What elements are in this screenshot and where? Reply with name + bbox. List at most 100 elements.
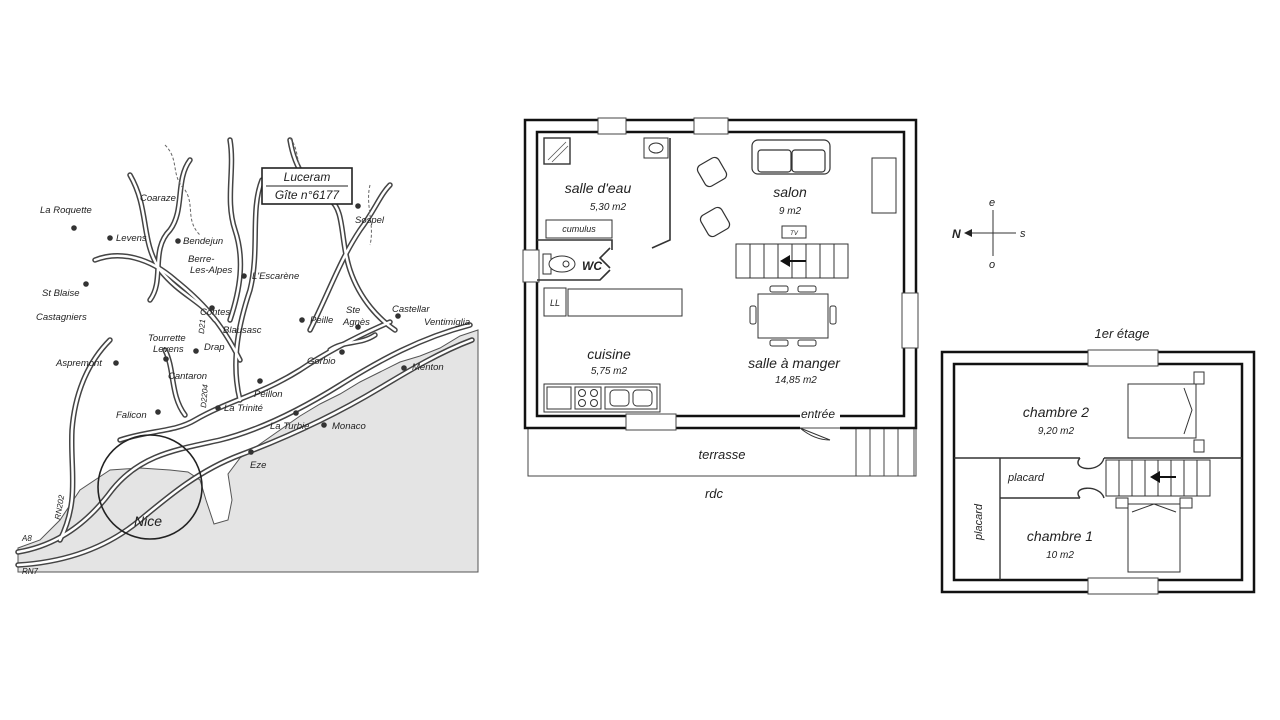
town-dot [401, 365, 407, 371]
town-drap: Drap [204, 342, 225, 353]
area-salle-a-manger: 14,85 m2 [775, 375, 817, 386]
town-peille: Peille [310, 315, 333, 326]
town-dot [71, 225, 77, 231]
entrance-door [799, 427, 831, 441]
town-menton: Menton [412, 362, 444, 373]
town-coaraze: Coaraze [140, 193, 176, 204]
town-st-blaise: St Blaise [42, 288, 80, 299]
caption-rdc: rdc [705, 486, 724, 501]
town-tourrette-2: Levens [153, 344, 184, 355]
town-dot [155, 409, 161, 415]
window [1087, 577, 1159, 595]
town-dot [355, 203, 361, 209]
town-ventimiglia: Ventimiglia [424, 317, 470, 328]
town-la-turbie: La Turbie [270, 421, 309, 432]
label-placard-horizontal: placard [1007, 472, 1045, 484]
compass-e: e [989, 197, 995, 209]
town-dot [175, 238, 181, 244]
label-entree: entrée [801, 407, 835, 421]
room-cuisine: cuisine [587, 346, 631, 362]
town-dot [257, 378, 263, 384]
town-blausasc: Blausasc [223, 325, 262, 336]
town-dot [395, 313, 401, 319]
town-la-trinite: La Trinité [224, 403, 263, 414]
window [522, 249, 540, 283]
sea-area [17, 329, 479, 573]
town-dot [113, 360, 119, 366]
town-gorbio: Gorbio [307, 356, 336, 367]
town-lescarene: L'Escarène [252, 271, 299, 282]
town-dot [355, 324, 361, 330]
window [901, 292, 919, 349]
area-salle-deau: 5,30 m2 [590, 202, 627, 213]
caption-1er-etage: 1er étage [1095, 326, 1150, 341]
room-salon: salon [773, 184, 807, 200]
oven [546, 386, 572, 410]
kitchen-counter-bottom [543, 383, 661, 413]
road-a8: A8 [21, 534, 32, 543]
stair-arrow [780, 255, 806, 267]
road-d2204: D2204 [199, 383, 210, 408]
window [1087, 349, 1159, 367]
town-sospel: Sospel [355, 215, 385, 226]
room-salle-deau: salle d'eau [565, 180, 632, 196]
gite-number: Gîte n°6177 [275, 188, 341, 202]
gite-name: Luceram [284, 170, 331, 184]
town-eze: Eze [250, 460, 266, 471]
first-floor-stair-arrow [1150, 471, 1176, 483]
town-levens: Levens [116, 233, 147, 244]
window [693, 117, 729, 135]
room-salle-a-manger: salle à manger [748, 355, 841, 371]
tv-unit [781, 225, 807, 239]
compass-n: N [952, 227, 961, 241]
area-salon: 9 m2 [779, 206, 802, 217]
road-d21: D21 [197, 319, 207, 334]
town-falicon: Falicon [116, 410, 147, 421]
nice-circle [97, 434, 203, 540]
town-contes: Contes [200, 307, 230, 318]
toilet [542, 253, 576, 275]
town-berre-1: Berre- [188, 254, 214, 265]
label-terrasse: terrasse [699, 447, 746, 462]
town-tourrette-1: Tourrette [148, 333, 186, 344]
compass-o: o [989, 259, 995, 271]
town-peillon: Peillon [254, 389, 283, 400]
town-dot [209, 305, 215, 311]
bed-chambre-2 [1127, 371, 1205, 453]
town-la-roquette: La Roquette [40, 205, 92, 216]
room-chambre-1: chambre 1 [1027, 528, 1093, 544]
town-dot [193, 348, 199, 354]
town-dot [215, 405, 221, 411]
town-bendejun: Bendejun [183, 236, 223, 247]
cooktop [574, 386, 602, 410]
sofa [751, 139, 831, 175]
kitchen-sink [604, 386, 658, 410]
window [625, 413, 677, 431]
sideboard [871, 157, 897, 214]
road-rn7: RN7 [22, 567, 39, 576]
room-chambre-2: chambre 2 [1023, 404, 1089, 420]
town-dot [163, 356, 169, 362]
region-map: Luceram Gîte n°6177 [15, 137, 479, 576]
town-cantaron: Cantaron [168, 371, 207, 382]
first-floor-plan: 1er étage placard placard [940, 326, 1256, 595]
label-wc: WC [582, 259, 602, 273]
label-placard-vertical: placard [973, 503, 985, 541]
town-aspremont: Aspremont [55, 358, 102, 369]
window [597, 117, 627, 135]
armchair [696, 156, 731, 238]
road-rn202: RN202 [53, 494, 66, 521]
town-nice: Nice [134, 513, 162, 529]
town-dot [339, 349, 345, 355]
ground-floor-plan: cumulus WC LL [522, 117, 919, 501]
town-berre-2: Les-Alpes [190, 265, 232, 276]
washbasin [643, 137, 669, 159]
ll-box [543, 287, 567, 317]
town-ste-agnes-2: Agnès [342, 317, 370, 328]
town-dot [293, 410, 299, 416]
town-castagniers: Castagniers [36, 312, 87, 323]
area-chambre-1: 10 m2 [1046, 550, 1074, 561]
label-tv: TV [790, 231, 799, 237]
town-castellar: Castellar [392, 304, 430, 315]
